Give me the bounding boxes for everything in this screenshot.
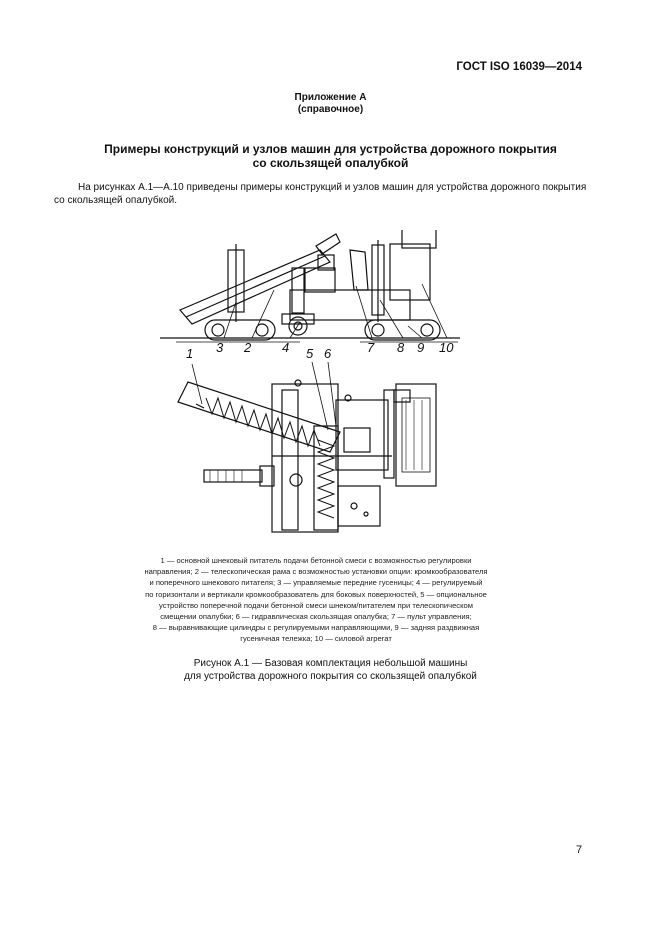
figure-caption: Рисунок А.1 — Базовая комплектация небол… bbox=[0, 658, 661, 683]
callout-7: 7 bbox=[367, 340, 375, 355]
callout-3: 3 bbox=[216, 340, 224, 355]
callout-6: 6 bbox=[324, 346, 332, 361]
callout-8: 8 bbox=[397, 340, 405, 355]
callout-10: 10 bbox=[439, 340, 454, 355]
section-title-line-2: со скользящей опалубкой bbox=[252, 156, 409, 170]
callout-labels: 1 3 2 4 5 6 7 8 9 10 bbox=[186, 340, 454, 361]
legend-line: гусеничная тележка; 10 — силовой агрегат bbox=[240, 634, 392, 644]
callout-9: 9 bbox=[417, 340, 424, 355]
caption-line-2: для устройства дорожного покрытия со ско… bbox=[184, 670, 477, 682]
callout-5: 5 bbox=[306, 346, 314, 361]
legend-line: устройство поперечной подачи бетонной см… bbox=[159, 600, 473, 610]
appendix-heading: Приложение А (справочное) bbox=[0, 92, 661, 116]
page-number: 7 bbox=[576, 844, 583, 856]
appendix-label: Приложение А bbox=[294, 92, 367, 103]
legend-line: и поперечного шнекового питателя; 3 — уп… bbox=[149, 578, 483, 588]
legend-line: 8 — выравнивающие цилиндры с регулируемы… bbox=[152, 623, 480, 633]
callout-4: 4 bbox=[282, 340, 289, 355]
callout-1: 1 bbox=[186, 346, 193, 361]
plan-view bbox=[177, 361, 437, 533]
appendix-type: (справочное) bbox=[297, 104, 364, 115]
side-view bbox=[160, 209, 460, 341]
figure-legend: 1 — основной шнековый питатель подачи бе… bbox=[118, 555, 514, 645]
legend-line: направления; 2 — телескопическая рама с … bbox=[144, 567, 488, 577]
section-title: Примеры конструкций и узлов машин для ус… bbox=[0, 142, 661, 170]
legend-line: 1 — основной шнековый питатель подачи бе… bbox=[160, 556, 472, 565]
section-title-line-1: Примеры конструкций и узлов машин для ус… bbox=[104, 142, 557, 156]
standard-code: ГОСТ ISO 16039—2014 bbox=[456, 61, 582, 73]
machine-drawing: 1 3 2 4 5 6 7 8 9 10 bbox=[140, 209, 500, 550]
legend-line: по горизонтали и вертикали кромкообразов… bbox=[145, 589, 487, 599]
callout-2: 2 bbox=[243, 340, 252, 355]
caption-line-1: Рисунок А.1 — Базовая комплектация небол… bbox=[193, 658, 468, 669]
intro-paragraph: На рисунках А.1—А.10 приведены примеры к… bbox=[54, 182, 587, 206]
legend-line: смещении опалубки; 6 — гидравлическая ск… bbox=[160, 612, 472, 622]
